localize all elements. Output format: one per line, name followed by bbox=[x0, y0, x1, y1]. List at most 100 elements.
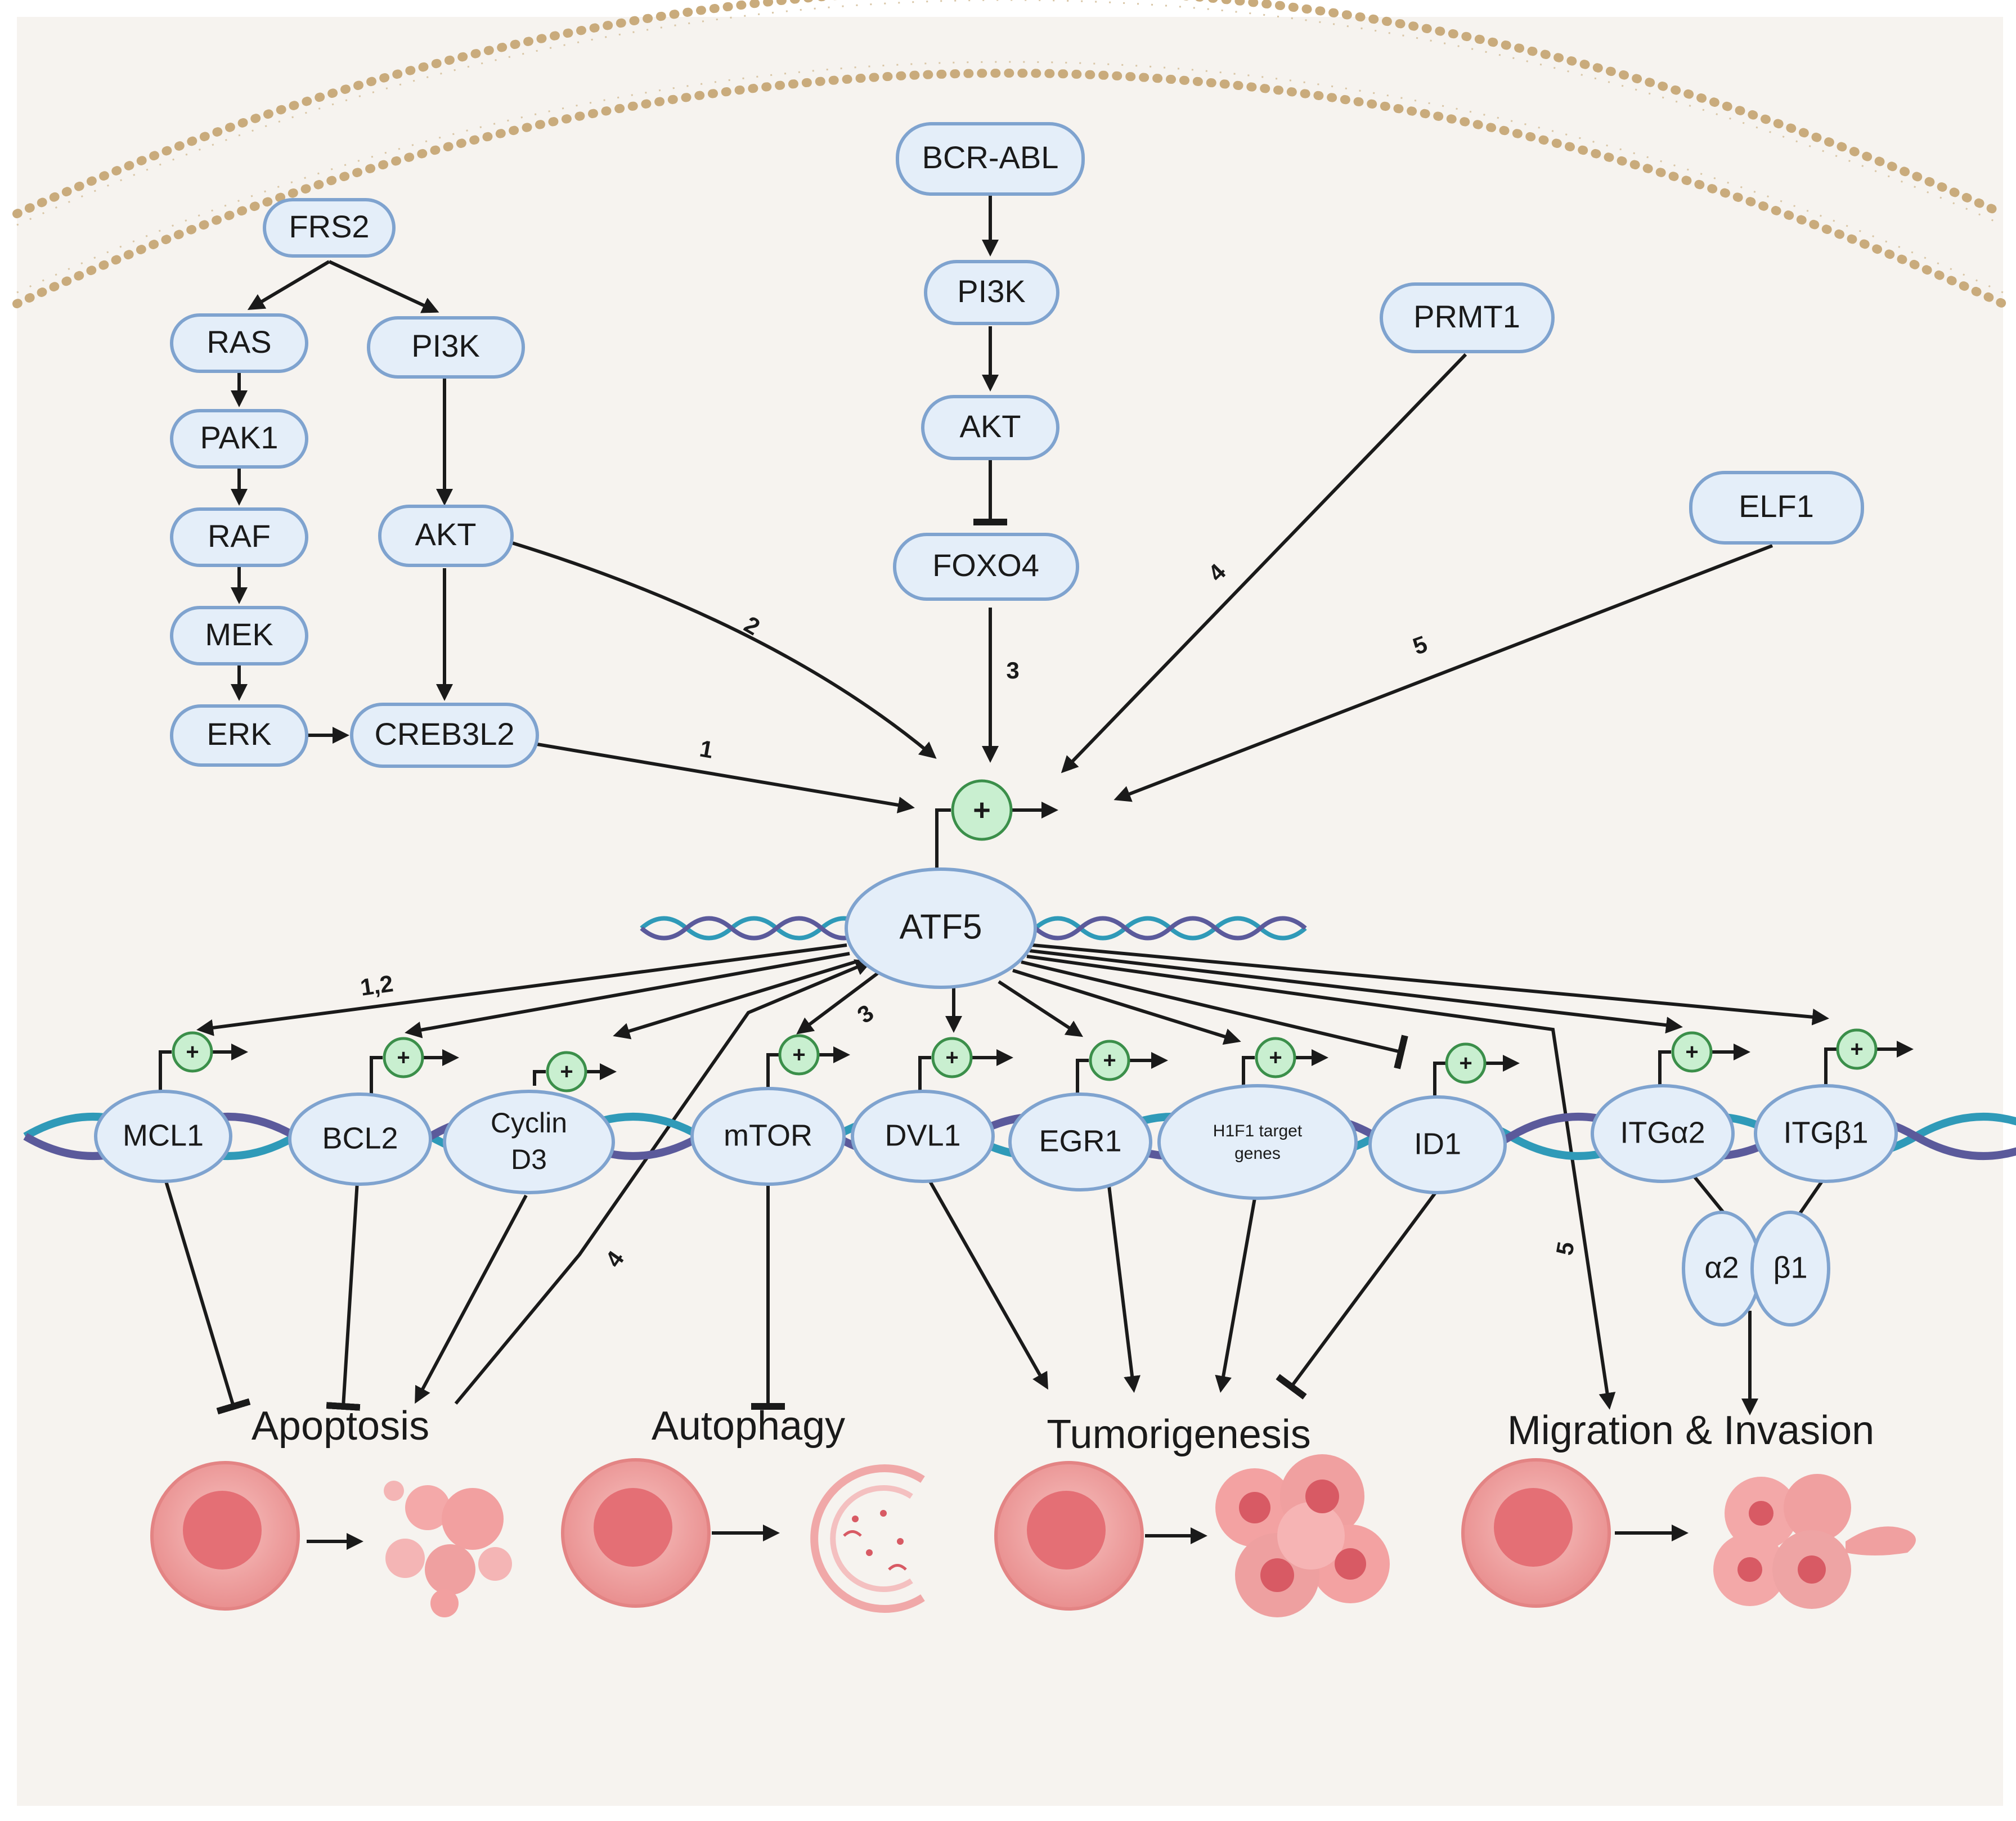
svg-text:+: + bbox=[560, 1059, 573, 1084]
cell-healthy-autophagy bbox=[561, 1458, 711, 1608]
svg-text:PI3K: PI3K bbox=[957, 273, 1025, 309]
svg-text:PI3K: PI3K bbox=[411, 328, 479, 363]
node-creb3l2: CREB3L2 bbox=[350, 703, 539, 768]
promoter-egr1: + bbox=[1089, 1040, 1130, 1081]
gene-itgb1: ITGβ1 bbox=[1754, 1084, 1898, 1183]
svg-text:PAK1: PAK1 bbox=[200, 420, 278, 455]
cell-healthy-apoptosis bbox=[150, 1461, 300, 1611]
promoter-bcl2: + bbox=[383, 1037, 424, 1078]
svg-text:MEK: MEK bbox=[205, 617, 273, 652]
svg-text:ID1: ID1 bbox=[1414, 1127, 1461, 1161]
integrin-alpha2: α2 bbox=[1682, 1211, 1762, 1327]
svg-text:AKT: AKT bbox=[960, 408, 1021, 444]
svg-text:D3: D3 bbox=[511, 1144, 547, 1175]
dna-atf5 bbox=[640, 916, 1307, 941]
svg-text:+: + bbox=[792, 1042, 805, 1067]
node-prmt1: PRMT1 bbox=[1380, 282, 1555, 353]
outcome-autophagy: Autophagy bbox=[652, 1404, 845, 1449]
svg-text:+: + bbox=[1685, 1040, 1698, 1064]
node-akt-left: AKT bbox=[378, 505, 514, 567]
outcome-tumorigenesis: Tumorigenesis bbox=[1047, 1412, 1311, 1457]
node-raf: RAF bbox=[170, 507, 308, 567]
svg-text:3: 3 bbox=[1006, 657, 1019, 684]
svg-text:FOXO4: FOXO4 bbox=[932, 547, 1039, 583]
promoter-dvl1: + bbox=[931, 1037, 973, 1078]
promoter-cyclin: + bbox=[546, 1051, 587, 1092]
node-akt-mid: AKT bbox=[921, 395, 1059, 460]
autophagosome bbox=[810, 1464, 925, 1613]
svg-text:EGR1: EGR1 bbox=[1039, 1124, 1121, 1158]
svg-text:RAS: RAS bbox=[206, 324, 271, 359]
promoter-itgb1: + bbox=[1836, 1028, 1878, 1070]
gene-bcl2: BCL2 bbox=[288, 1092, 432, 1186]
gene-mtor: mTOR bbox=[690, 1087, 846, 1186]
svg-text:+: + bbox=[945, 1045, 958, 1070]
cell-membrane bbox=[12, 0, 2008, 308]
svg-text:1,2: 1,2 bbox=[358, 970, 394, 1001]
svg-text:+: + bbox=[1459, 1051, 1472, 1076]
svg-text:MCL1: MCL1 bbox=[123, 1118, 204, 1152]
outcome-apoptosis: Apoptosis bbox=[252, 1404, 429, 1449]
svg-text:CREB3L2: CREB3L2 bbox=[374, 716, 514, 752]
cell-healthy-tumorigenesis bbox=[994, 1461, 1144, 1611]
node-pi3k-left: PI3K bbox=[367, 316, 525, 379]
svg-text:+: + bbox=[186, 1040, 199, 1064]
svg-text:genes: genes bbox=[1234, 1144, 1281, 1163]
promoter-mcl1: + bbox=[172, 1031, 213, 1073]
node-atf5: ATF5 bbox=[845, 867, 1037, 989]
node-bcr-abl: BCR-ABL bbox=[896, 122, 1085, 196]
svg-text:RAF: RAF bbox=[208, 518, 271, 554]
svg-text:AKT: AKT bbox=[415, 516, 477, 552]
svg-text:ATF5: ATF5 bbox=[900, 907, 982, 946]
svg-text:ERK: ERK bbox=[206, 716, 271, 752]
gene-egr1: EGR1 bbox=[1008, 1092, 1152, 1191]
svg-text:DVL1: DVL1 bbox=[884, 1118, 960, 1152]
cell-healthy-migration bbox=[1461, 1458, 1611, 1608]
promoter-id1: + bbox=[1445, 1042, 1487, 1084]
gene-id1: ID1 bbox=[1368, 1095, 1507, 1194]
node-frs2: FRS2 bbox=[263, 198, 396, 258]
svg-text:+: + bbox=[973, 793, 991, 827]
svg-text:ITGα2: ITGα2 bbox=[1620, 1116, 1705, 1149]
invasive-cell-cluster bbox=[1713, 1474, 1916, 1609]
svg-text:β1: β1 bbox=[1773, 1251, 1807, 1284]
node-erk: ERK bbox=[170, 704, 308, 767]
edges bbox=[159, 194, 1914, 1415]
svg-text:ELF1: ELF1 bbox=[1739, 488, 1814, 524]
gene-itga2: ITGα2 bbox=[1591, 1084, 1735, 1183]
gene-mcl1: MCL1 bbox=[94, 1090, 232, 1183]
cell-illustrations bbox=[150, 1454, 1916, 1617]
svg-text:FRS2: FRS2 bbox=[289, 209, 369, 244]
promoter-h1f1: + bbox=[1255, 1037, 1296, 1078]
svg-text:mTOR: mTOR bbox=[724, 1118, 812, 1152]
svg-text:H1F1 target: H1F1 target bbox=[1213, 1122, 1303, 1140]
node-foxo4: FOXO4 bbox=[893, 533, 1079, 601]
gene-dvl1: DVL1 bbox=[851, 1090, 995, 1183]
svg-text:Cyclin: Cyclin bbox=[491, 1107, 567, 1139]
integrin-beta1: β1 bbox=[1750, 1211, 1830, 1327]
atf5-promoter: + bbox=[951, 779, 1013, 841]
svg-text:BCL2: BCL2 bbox=[322, 1121, 398, 1155]
outcome-migration-invasion: Migration & Invasion bbox=[1507, 1408, 1874, 1453]
svg-text:BCR-ABL: BCR-ABL bbox=[922, 140, 1059, 175]
gene-h1f1-target-genes: H1F1 target genes bbox=[1157, 1084, 1358, 1200]
cell-apoptotic-fragments bbox=[384, 1481, 512, 1617]
svg-text:α2: α2 bbox=[1704, 1251, 1739, 1284]
svg-text:ITGβ1: ITGβ1 bbox=[1783, 1116, 1868, 1149]
gene-promoters: + + + + + + + + + + bbox=[172, 1028, 1878, 1092]
node-ras: RAS bbox=[170, 313, 308, 373]
svg-text:+: + bbox=[397, 1045, 410, 1070]
node-pak1: PAK1 bbox=[170, 409, 308, 469]
svg-text:+: + bbox=[1269, 1045, 1282, 1070]
node-mek: MEK bbox=[170, 606, 308, 666]
node-pi3k-mid: PI3K bbox=[924, 260, 1059, 325]
promoter-itga2: + bbox=[1671, 1031, 1713, 1073]
svg-text:PRMT1: PRMT1 bbox=[1413, 299, 1520, 334]
svg-text:+: + bbox=[1850, 1037, 1863, 1062]
tumor-cell-cluster bbox=[1215, 1454, 1390, 1617]
svg-text:+: + bbox=[1103, 1048, 1116, 1073]
node-elf1: ELF1 bbox=[1689, 471, 1864, 545]
promoter-mtor: + bbox=[778, 1034, 820, 1076]
